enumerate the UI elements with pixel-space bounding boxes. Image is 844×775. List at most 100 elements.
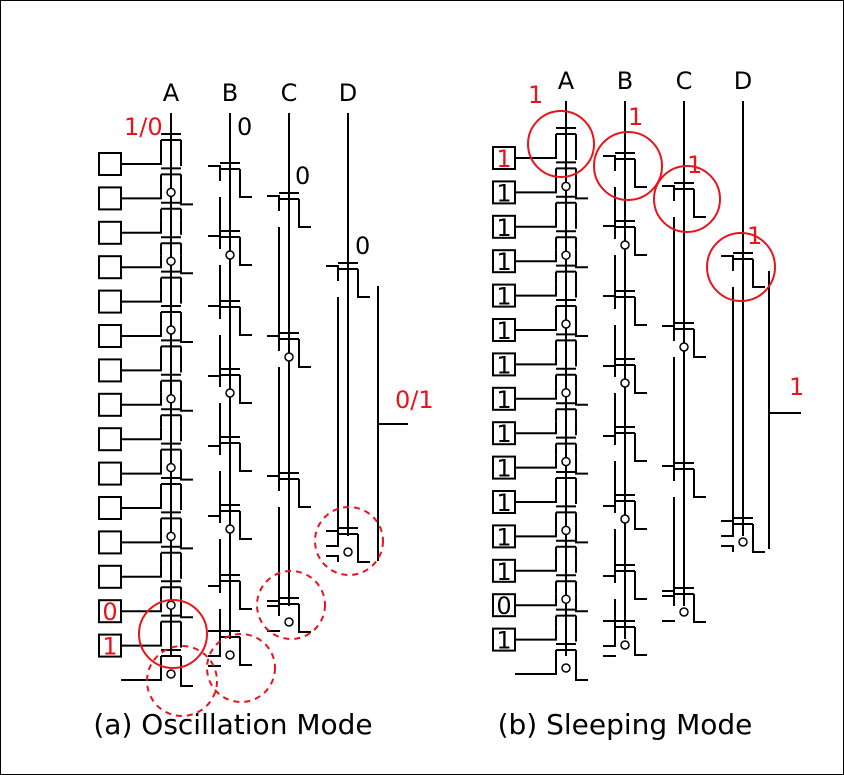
level-in-top — [208, 165, 221, 171]
a-merge — [180, 530, 193, 550]
right-column-label-a: A — [558, 67, 575, 95]
memory-cell-value: 1 — [496, 351, 511, 379]
memory-cell — [98, 220, 122, 245]
memory-cell — [98, 427, 122, 452]
a-gate-bottom-bubble — [561, 525, 571, 536]
left-output-value: 0/1 — [395, 386, 434, 414]
level-out — [634, 233, 647, 256]
level-in-bottom — [326, 555, 339, 562]
a-merge — [180, 461, 193, 481]
left-column-label-a: A — [163, 79, 180, 107]
a-merge — [575, 386, 588, 406]
level-out — [298, 485, 311, 508]
a-gate-bottom-bubble — [166, 669, 176, 679]
level-out — [693, 335, 706, 358]
level-in-top — [603, 620, 616, 629]
right-select-value-a: 1 — [528, 81, 543, 109]
input-wire — [121, 427, 162, 441]
input-wire — [121, 220, 162, 234]
level-in-top — [208, 235, 221, 239]
a-merge — [180, 186, 193, 206]
level-gate-bubble — [620, 514, 630, 524]
level-in-bottom — [603, 187, 616, 227]
memory-cell-value: 1 — [496, 489, 511, 517]
memory-cell-value: 1 — [496, 179, 511, 207]
level-in-top — [267, 335, 280, 341]
level-in-top — [662, 465, 675, 471]
level-in-bottom — [721, 287, 734, 537]
input-wire — [515, 283, 557, 297]
right-caption: (b) Sleeping Mode — [498, 708, 753, 741]
input-wire — [515, 214, 557, 228]
input-wire — [121, 255, 162, 269]
a-gate-bottom-bubble — [561, 181, 571, 192]
input-wire — [121, 530, 162, 544]
input-wire — [515, 627, 557, 641]
a-merge — [575, 318, 588, 337]
memory-cell-value: 1 — [496, 145, 511, 173]
level-gate-bubble — [225, 250, 235, 260]
memory-cell — [98, 358, 122, 383]
left-circuit: 01 — [98, 113, 408, 717]
memory-cell-value: 1 — [496, 558, 511, 586]
input-wire — [121, 324, 162, 337]
memory-cell-value: 1 — [496, 214, 511, 242]
input-wire — [121, 496, 162, 509]
input-wire — [121, 186, 162, 200]
level-out — [239, 643, 252, 666]
level-in-top — [267, 475, 280, 481]
level-in-bottom — [603, 655, 616, 657]
input-wire — [121, 289, 162, 303]
level-in-bottom — [662, 497, 675, 597]
input-wire — [515, 524, 557, 538]
level-out — [693, 475, 706, 498]
right-column-label-b: B — [617, 67, 633, 95]
a-gate-bottom-bubble — [561, 319, 571, 329]
dashed-highlight-ring — [206, 633, 276, 703]
right-column-label-c: C — [676, 67, 693, 95]
input-wire — [515, 146, 557, 159]
memory-cell — [98, 289, 122, 314]
level-out — [298, 205, 311, 228]
a-gate-bottom-bubble — [166, 256, 176, 266]
level-in-bottom — [603, 325, 616, 367]
memory-cell-value: 0 — [102, 598, 117, 626]
input-wire — [121, 358, 162, 372]
right-select-value-b: 1 — [628, 103, 643, 131]
input-wire — [515, 318, 557, 331]
level-out — [634, 633, 647, 656]
input-wire — [515, 455, 557, 469]
left-select-value-d: 0 — [355, 232, 370, 260]
level-in-top — [326, 530, 339, 536]
input-wire — [515, 386, 557, 400]
a-merge — [180, 392, 193, 412]
a-gate-bottom-bubble — [166, 325, 176, 335]
a-gate-bottom-bubble — [166, 462, 176, 473]
level-in-bottom — [267, 507, 280, 607]
level-gate-bubble — [620, 640, 630, 650]
level-in-top — [603, 155, 616, 161]
a-merge — [575, 249, 588, 269]
level-out — [239, 517, 252, 540]
a-merge — [180, 599, 193, 619]
a-gate-bottom-bubble — [561, 456, 571, 467]
level-in-bottom — [208, 665, 221, 667]
a-gate-bottom-bubble — [166, 531, 176, 542]
input-wire — [121, 152, 162, 165]
level-out — [752, 530, 765, 553]
right-column-label-d: D — [734, 67, 752, 95]
level-out — [634, 577, 647, 600]
left-select-value-c: 0 — [295, 162, 310, 190]
level-in-top — [603, 503, 616, 507]
a-gate-bottom-bubble — [166, 600, 176, 610]
level-in-top — [721, 255, 734, 261]
level-gate-bubble — [343, 547, 353, 557]
memory-cell-value: 1 — [102, 633, 117, 661]
level-out — [239, 587, 252, 610]
input-wire — [515, 558, 557, 572]
level-in-top — [208, 630, 221, 639]
input-wire — [121, 599, 162, 613]
memory-cell — [98, 392, 122, 417]
a-merge — [180, 324, 193, 343]
